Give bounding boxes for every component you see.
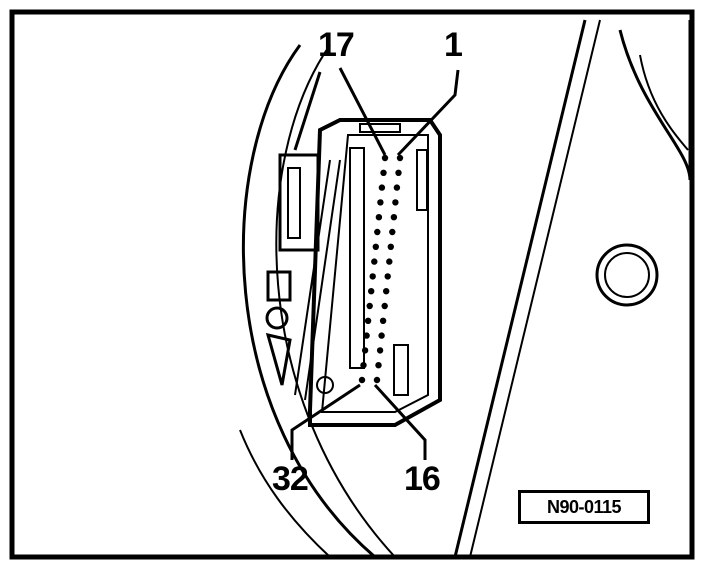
round-boss-inner	[604, 252, 650, 298]
reference-code: N90-0115	[546, 496, 622, 517]
pin-cavity	[373, 376, 381, 384]
connector-top-ridge	[359, 123, 401, 133]
pin-cavity	[386, 258, 393, 265]
panel-edge-line	[453, 19, 587, 558]
leader-1	[396, 69, 460, 157]
pin-cavity	[387, 243, 394, 250]
leader-17	[338, 67, 387, 156]
panel-outline	[618, 20, 692, 181]
coding-peg	[316, 376, 334, 394]
pin-cavity	[371, 258, 378, 265]
pin-cavity	[361, 347, 369, 354]
reference-code-box: N90-0115	[518, 490, 650, 524]
pin-cavity	[380, 169, 387, 176]
pin-cavity	[378, 184, 386, 191]
screw-hole	[265, 306, 289, 330]
pin-cavity	[375, 214, 383, 221]
pin-cavity	[379, 317, 387, 324]
pin-label-1: 1	[444, 26, 463, 64]
pin-label-16: 16	[404, 460, 441, 498]
pin-cavity	[390, 214, 398, 221]
leader-16	[373, 383, 427, 460]
pin-cavity	[363, 332, 370, 339]
housing-inner-curve	[275, 44, 396, 558]
pin-cavity	[358, 376, 366, 384]
pin-cavity	[378, 332, 385, 339]
leader-17-branch	[293, 71, 322, 151]
wedge-tab	[265, 332, 292, 386]
pin-cavity	[389, 228, 396, 236]
panel-edge-line-2	[469, 19, 601, 558]
pin-cavity	[374, 228, 381, 236]
housing-rail-2	[304, 159, 341, 401]
pin-cavity	[372, 243, 379, 250]
pin-cavity	[364, 317, 372, 324]
pin-cavity	[366, 302, 373, 310]
pin-cavity	[381, 302, 388, 310]
leader-32	[290, 383, 361, 460]
pin-label-17: 17	[318, 26, 355, 64]
housing-lower-curve	[239, 429, 331, 558]
round-boss	[595, 243, 659, 307]
housing-rail	[294, 159, 331, 396]
pin-cavity	[360, 362, 367, 369]
pin-cavity	[376, 347, 384, 354]
diagram-border	[9, 9, 695, 560]
pin-label-32: 32	[272, 460, 309, 498]
latch-slot	[287, 167, 301, 239]
pin-cavity	[368, 288, 375, 295]
left-guide-rail	[349, 147, 365, 369]
pin-cavity	[396, 154, 404, 162]
pin-cavity	[392, 199, 399, 206]
connector-inner-wall	[320, 134, 429, 413]
pin-cavity	[393, 184, 401, 191]
pin-cavity	[383, 288, 390, 295]
pin-cavity-grid	[358, 154, 404, 384]
pin-cavity	[375, 362, 382, 369]
panel-inner-outline	[639, 54, 689, 151]
pin-cavity	[395, 169, 402, 176]
connector-shell	[308, 118, 442, 427]
pin-cavity	[381, 154, 389, 162]
pin-cavity	[377, 199, 384, 206]
small-tab	[266, 270, 292, 302]
right-guide-rail-lower	[393, 344, 409, 396]
pin-cavity	[384, 273, 391, 280]
right-guide-rail	[416, 149, 428, 211]
pin-cavity	[369, 273, 376, 280]
housing-outer-curve	[242, 44, 376, 559]
